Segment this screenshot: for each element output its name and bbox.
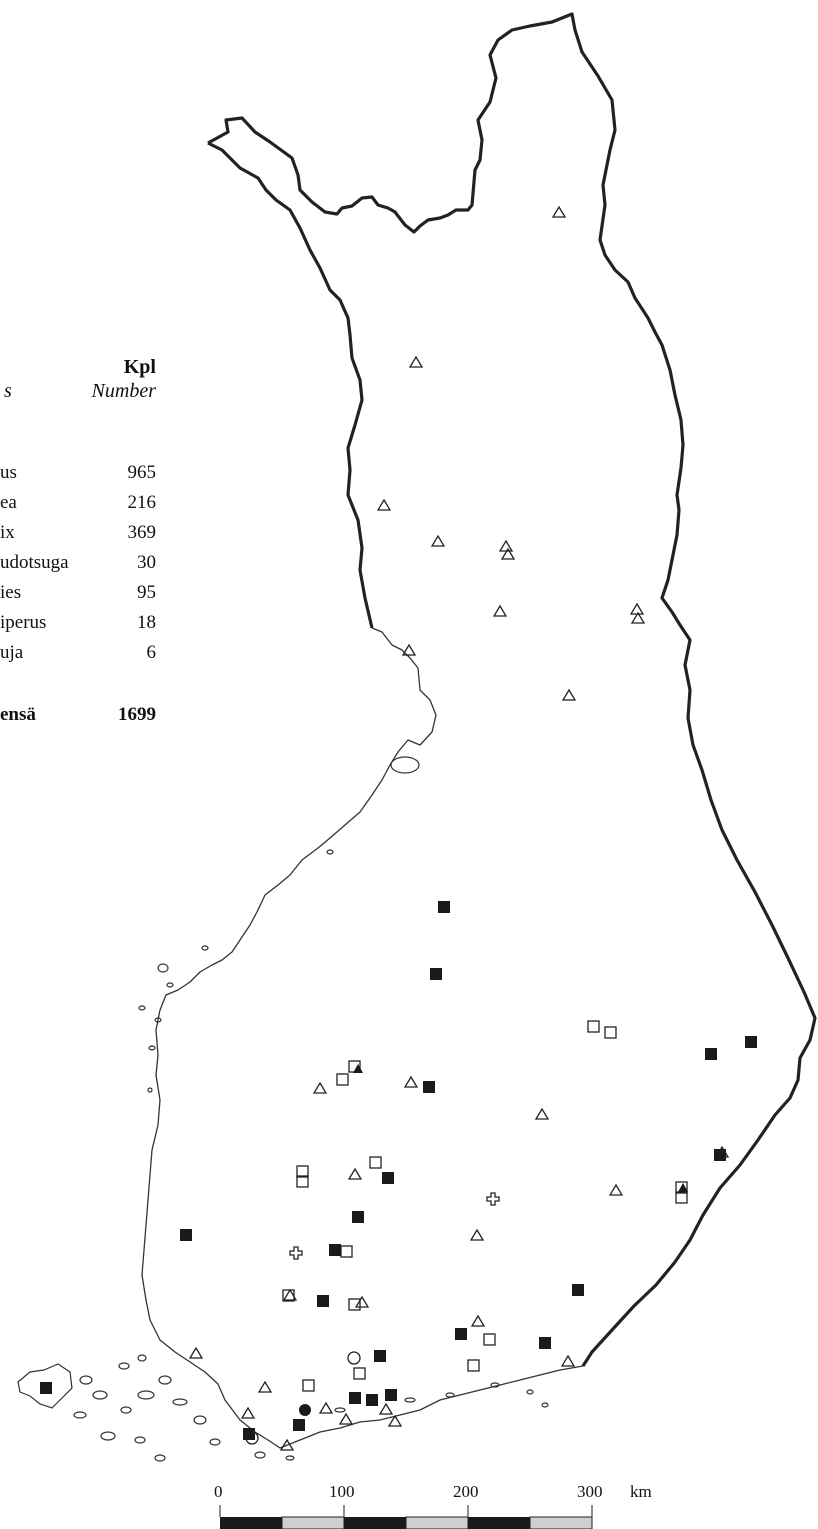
scale-unit: km — [630, 1482, 652, 1501]
legend-row: ix 369 — [0, 518, 156, 548]
scale-label-300: 300 — [577, 1482, 603, 1501]
west-border — [207, 141, 374, 629]
filled-circle-markers — [243, 1404, 311, 1439]
legend-row-label: uja — [0, 642, 24, 663]
legend-row-label: ix — [0, 522, 15, 543]
legend-row: udotsuga 30 — [0, 548, 156, 578]
legend-row-count: 369 — [127, 522, 157, 543]
legend-row-label: ea — [0, 492, 17, 513]
coastal-islets — [138, 756, 549, 1461]
open-triangle-markers — [188, 205, 730, 1451]
aland-islands — [17, 1354, 221, 1462]
scale-bar — [219, 1505, 593, 1529]
legend-total-row: ensä 1699 — [0, 700, 156, 730]
legend-row: ea 216 — [0, 488, 156, 518]
legend-row-count: 216 — [127, 492, 157, 513]
scale-label-100: 100 — [329, 1482, 355, 1501]
open-cross-markers — [289, 1192, 500, 1260]
coastline — [141, 627, 584, 1449]
legend-total-label: ensä — [0, 704, 36, 725]
legend-row-label: ies — [0, 582, 22, 603]
filled-triangle-markers — [353, 1064, 688, 1192]
legend-row-count: 30 — [137, 552, 156, 573]
legend-row-label: iperus — [0, 612, 47, 633]
legend-row: iperus 18 — [0, 608, 156, 638]
scale-label-0: 0 — [214, 1482, 223, 1501]
legend-header-count-en: Number — [91, 380, 156, 402]
legend-header-species: s — [4, 380, 12, 402]
scale-label-200: 200 — [453, 1482, 479, 1501]
legend-total-count: 1699 — [118, 704, 156, 725]
legend-header-count: Kpl — [123, 356, 156, 378]
legend-row-label: udotsuga — [0, 552, 69, 573]
legend-row: ies 95 — [0, 578, 156, 608]
legend-row-count: 95 — [137, 582, 156, 603]
legend-row: us 965 — [0, 458, 156, 488]
legend-row: uja 6 — [0, 638, 156, 668]
legend-row-count: 18 — [137, 612, 156, 633]
filled-square-markers — [40, 901, 757, 1440]
legend-row-count: 965 — [127, 462, 157, 483]
legend-row-label: us — [0, 462, 17, 483]
country-border — [207, 12, 817, 1367]
legend-row-count: 6 — [146, 642, 157, 663]
open-square-markers — [282, 1020, 688, 1392]
